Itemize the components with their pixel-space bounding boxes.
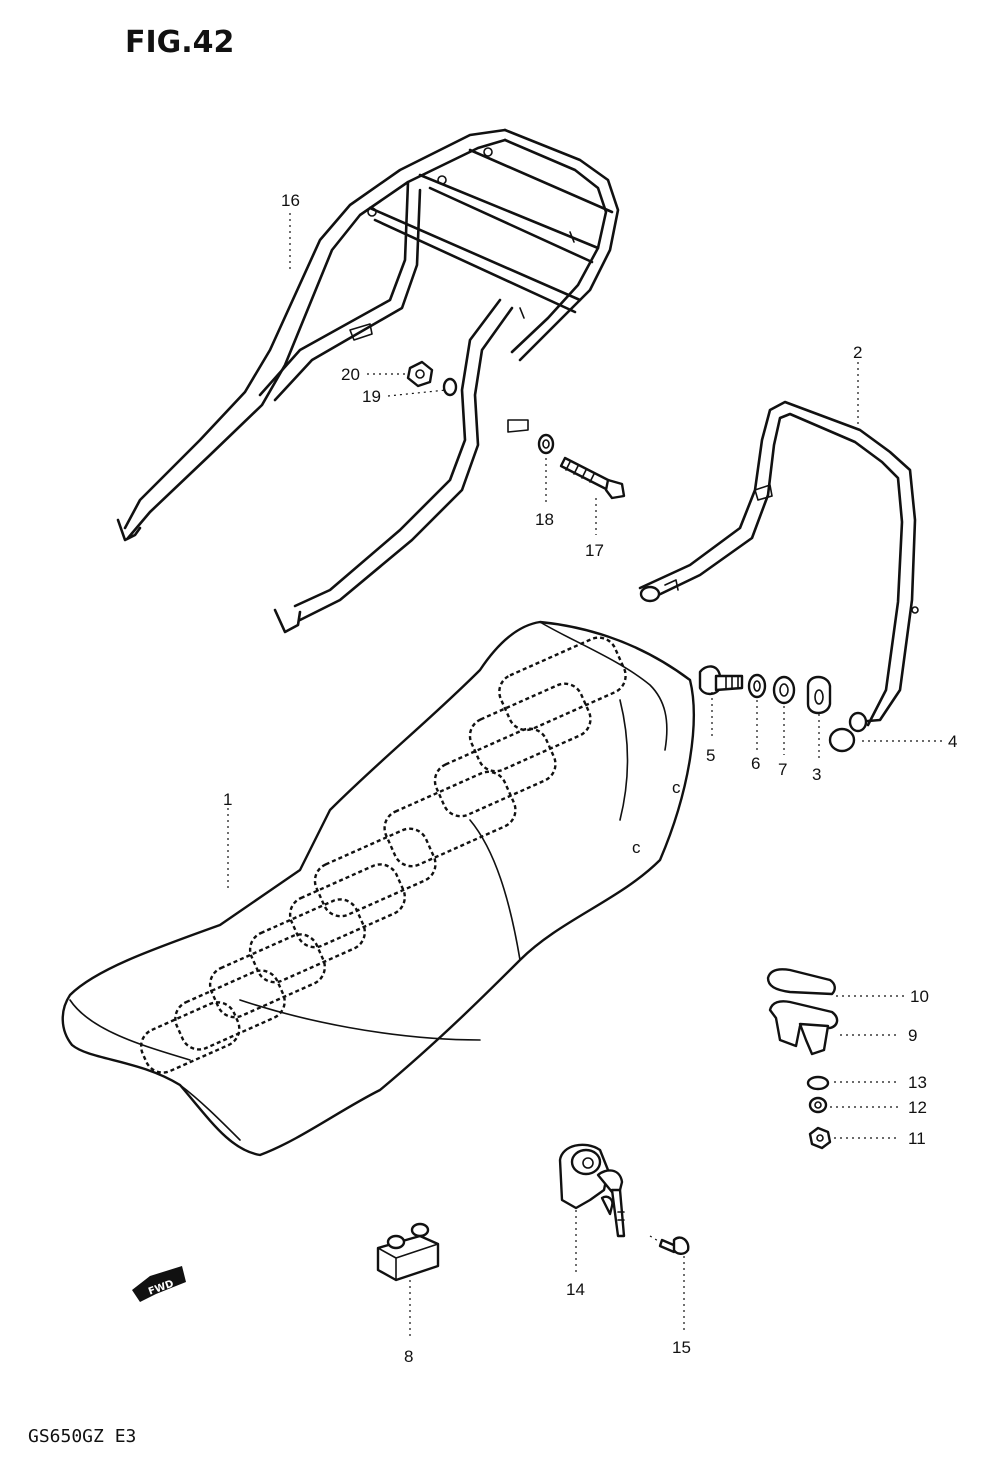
seat: c c [61,620,695,1157]
label-17: 17 [585,541,604,560]
hinge-part-9 [768,1000,839,1056]
label-10: 10 [910,987,929,1006]
label-3: 3 [812,765,821,784]
part-number-labels: 16 20 19 18 17 2 4 5 6 7 3 1 10 9 13 12 … [223,191,957,1366]
label-4: 4 [948,732,957,751]
label-5: 5 [706,746,715,765]
screw-part-15 [658,1236,690,1255]
label-8: 8 [404,1347,413,1366]
washer-part-13 [806,1075,830,1091]
svg-text:c: c [672,778,681,797]
washer-part-18 [537,433,555,455]
label-1: 1 [223,790,232,809]
label-16: 16 [281,191,300,210]
fwd-arrow-icon: FWD [132,1266,186,1302]
svg-text:c: c [632,838,641,857]
rear-carrier-frame [116,128,620,634]
plate-part-10 [766,968,836,996]
collar-part-3 [806,675,832,715]
bolt-part-17 [559,456,626,500]
label-2: 2 [853,343,862,362]
label-14: 14 [566,1280,585,1299]
label-19: 19 [362,387,381,406]
figure-title: FIG.42 [125,25,234,60]
label-20: 20 [341,365,360,384]
model-code: GS650GZ E3 [28,1426,136,1447]
label-6: 6 [751,754,760,773]
bolt-part-5 [698,665,744,696]
label-18: 18 [535,510,554,529]
leader-lines [227,213,942,1340]
washer-part-7 [772,675,796,705]
label-9: 9 [908,1026,917,1045]
label-15: 15 [672,1338,691,1357]
label-11: 11 [908,1129,926,1148]
label-12: 12 [908,1098,927,1117]
washer-part-19 [442,377,458,397]
plug-part-4 [828,727,856,753]
seat-lock-part-14 [558,1143,626,1238]
grab-bar [638,400,919,733]
washer-part-12 [808,1096,828,1114]
label-7: 7 [778,760,787,779]
nut-part-20 [406,360,434,388]
label-13: 13 [908,1073,927,1092]
washer-part-6 [747,673,767,699]
nut-part-11 [808,1126,832,1150]
damper-part-8 [376,1222,440,1282]
